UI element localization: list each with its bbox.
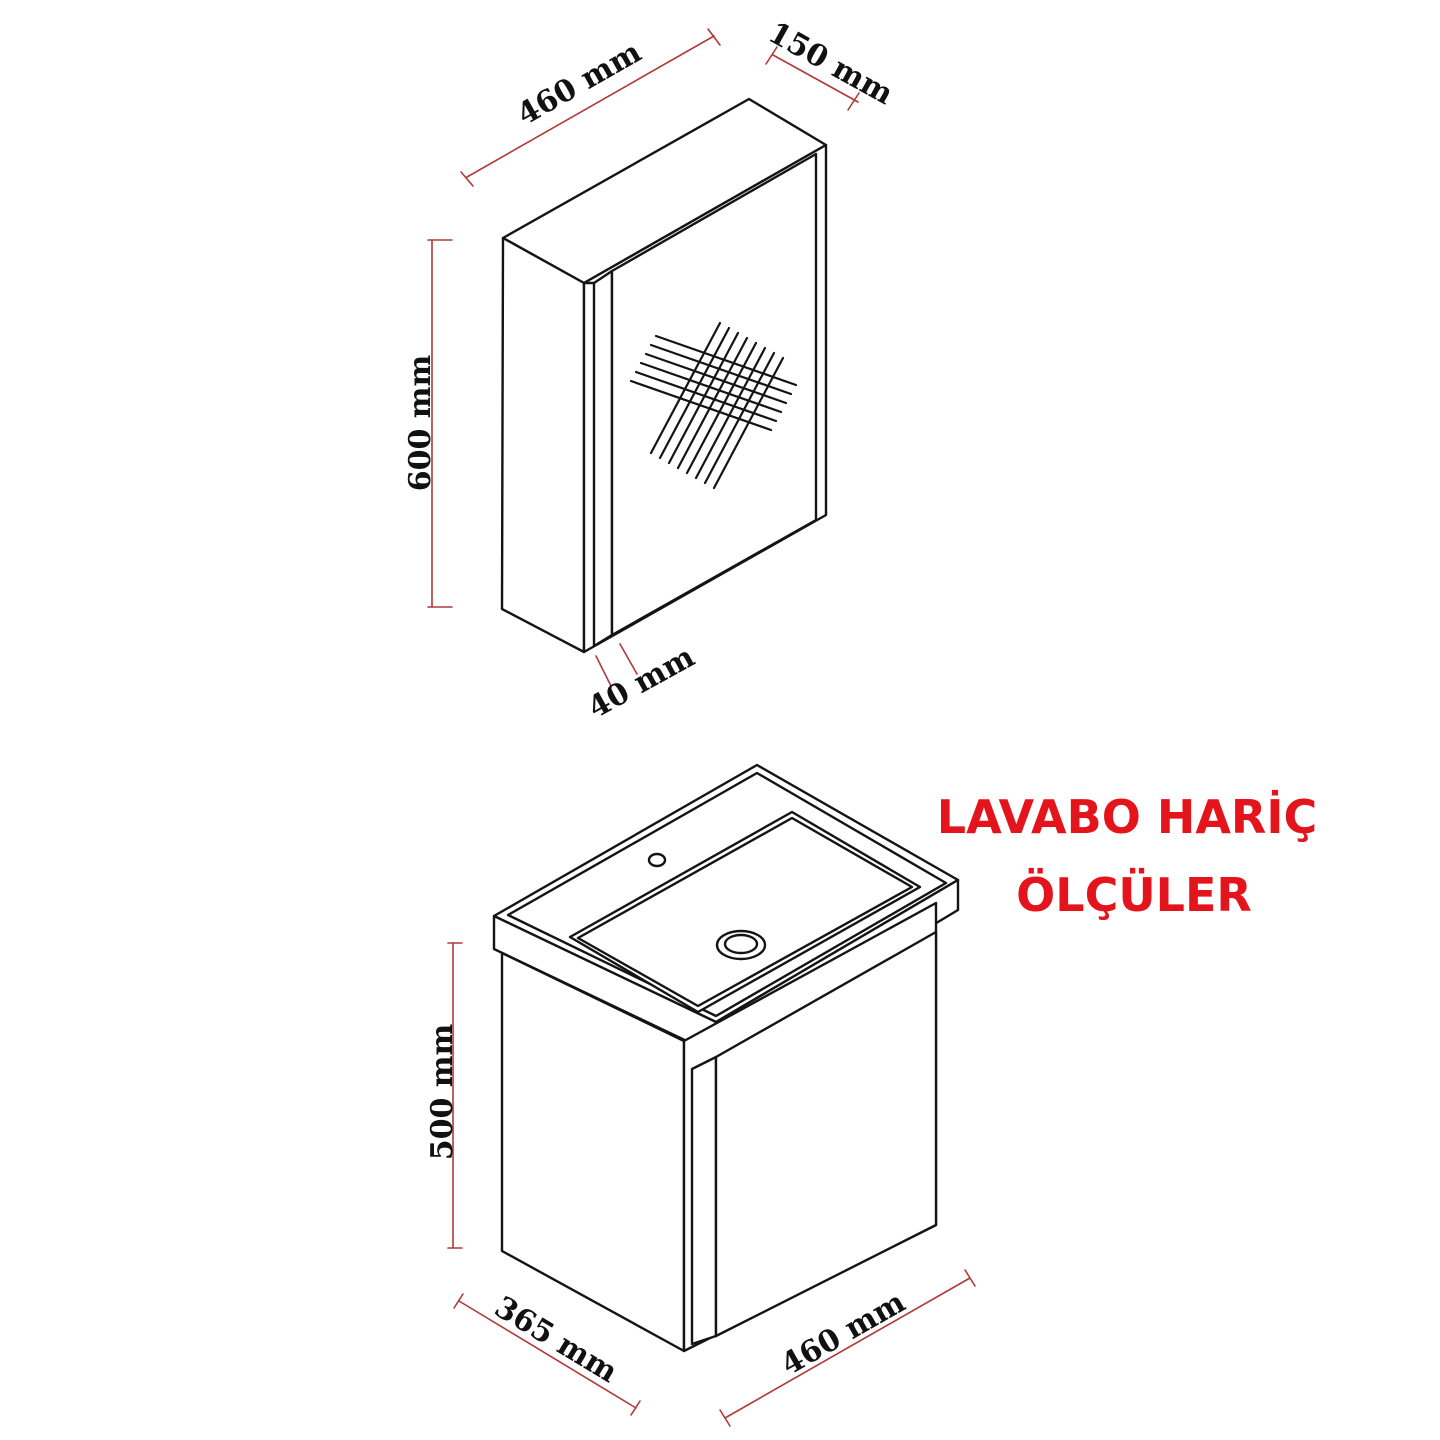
vanity-drain-inner [723,933,759,955]
mirror-door-gap-dimension: 40 mm [582,639,700,726]
mirror-width-label: 460 mm [511,35,647,133]
vanity-height-dimension: 500 mm [425,942,463,1249]
mirror-height-dimension: 600 mm [403,239,453,608]
excluding-sink-note: LAVABO HARİÇ ÖLÇÜLER [937,790,1317,922]
vanity-cabinet-door [714,930,938,1338]
mirror-cabinet: 460 mm 150 mm 600 mm 40 mm [403,15,899,726]
mirror-cabinet-door-edge [592,269,614,648]
vanity-cabinet: 500 mm 365 mm 460 mm [425,763,976,1427]
mirror-cabinet-side-face [500,236,586,654]
mirror-cabinet-door [610,152,818,637]
mirror-depth-dimension: 150 mm [762,15,899,112]
vanity-faucet-hole [647,852,667,868]
mirror-door-gap-label: 40 mm [582,639,700,726]
vanity-cabinet-door-edge [690,1055,718,1346]
vanity-width-label: 460 mm [775,1285,911,1383]
mirror-height-label: 600 mm [403,354,438,491]
note-line-1: LAVABO HARİÇ [937,790,1317,844]
mirror-depth-label: 150 mm [762,15,899,112]
note-line-2: ÖLÇÜLER [1016,868,1252,922]
mirror-crosshatch-decoration [629,321,798,490]
vanity-height-label: 500 mm [425,1023,460,1160]
vanity-basin-inner [576,816,914,1008]
